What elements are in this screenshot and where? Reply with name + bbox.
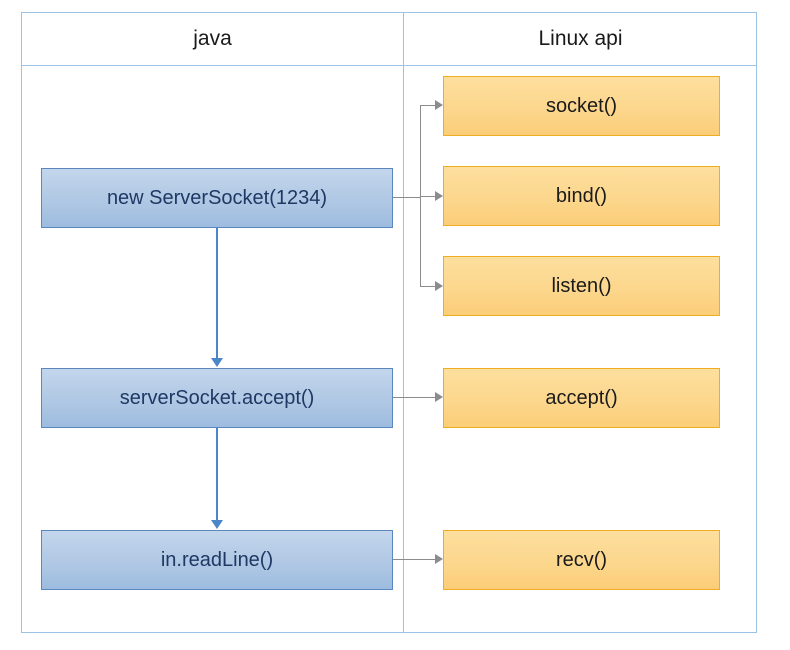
api-node-label: socket() [545, 94, 618, 117]
connector-to-listen [420, 286, 436, 287]
connector-flow-1 [216, 228, 218, 360]
api-node-socket[interactable]: socket() [443, 76, 720, 136]
column-divider [403, 12, 404, 633]
connector-to-recv [393, 559, 436, 560]
arrowhead-to-bind [435, 191, 443, 201]
java-node-serversocket-accept[interactable]: serverSocket.accept() [41, 368, 393, 428]
java-node-label: new ServerSocket(1234) [106, 186, 328, 209]
api-node-label: bind() [555, 184, 608, 207]
column-header-linux-api: Linux api [538, 27, 623, 50]
api-node-bind[interactable]: bind() [443, 166, 720, 226]
arrowhead-to-listen [435, 281, 443, 291]
column-header-java: java [193, 27, 232, 50]
java-node-label: serverSocket.accept() [119, 386, 315, 409]
connector-to-socket [420, 105, 436, 106]
arrowhead-flow-2 [211, 520, 223, 529]
connector-serversocket-stub [393, 197, 421, 198]
header-divider [21, 65, 757, 66]
connector-to-bind [420, 196, 436, 197]
java-node-label: in.readLine() [160, 548, 274, 571]
connector-to-accept [393, 397, 436, 398]
java-node-in-readline[interactable]: in.readLine() [41, 530, 393, 590]
api-node-label: accept() [545, 386, 618, 409]
api-node-listen[interactable]: listen() [443, 256, 720, 316]
api-node-accept[interactable]: accept() [443, 368, 720, 428]
arrowhead-to-accept [435, 392, 443, 402]
arrowhead-to-socket [435, 100, 443, 110]
api-node-label: recv() [555, 548, 608, 571]
api-node-recv[interactable]: recv() [443, 530, 720, 590]
java-node-new-serversocket[interactable]: new ServerSocket(1234) [41, 168, 393, 228]
api-node-label: listen() [551, 274, 612, 297]
arrowhead-flow-1 [211, 358, 223, 367]
arrowhead-to-recv [435, 554, 443, 564]
connector-flow-2 [216, 428, 218, 522]
connector-elbow-spine [420, 105, 421, 286]
